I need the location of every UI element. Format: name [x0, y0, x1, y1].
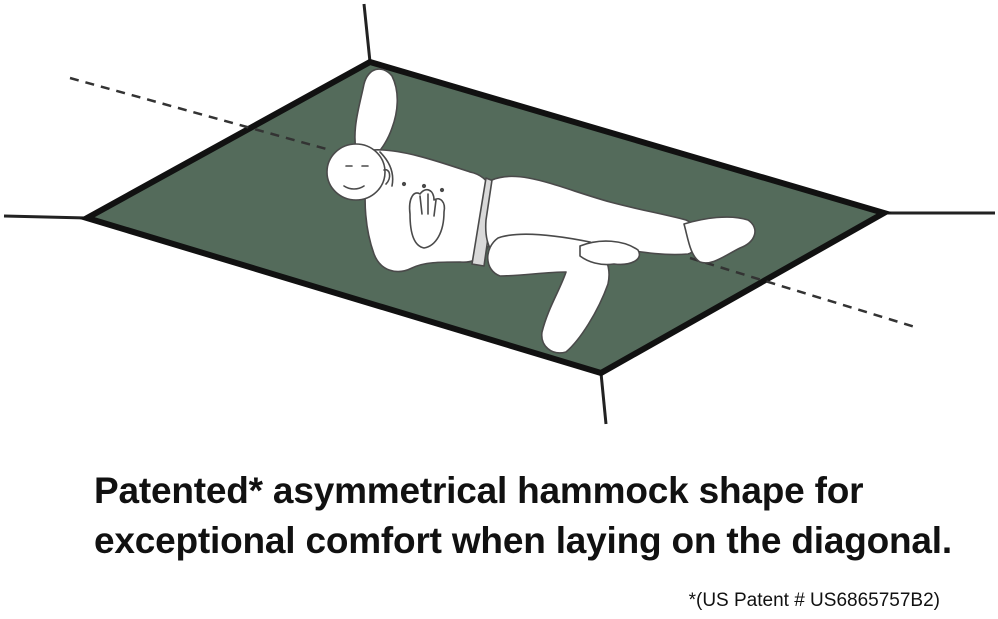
suspension-line-left	[3, 214, 88, 220]
suspension-line-top	[362, 3, 372, 63]
suspension-line-bottom	[599, 372, 608, 425]
smile	[343, 185, 365, 190]
suspension-lines	[3, 3, 995, 425]
caption-headline: Patented* asymmetrical hammock shape for…	[94, 466, 974, 566]
raised-arm	[354, 68, 399, 157]
ear	[383, 168, 391, 185]
extended-foot	[683, 216, 756, 264]
reclining-person-illustration	[326, 68, 756, 354]
head	[326, 143, 386, 201]
bent-foot	[579, 240, 641, 266]
caption-line-2: exceptional comfort when laying on the d…	[94, 520, 952, 561]
diagonal-centerline	[69, 76, 916, 329]
hammock-diagram	[3, 3, 995, 425]
bent-leg	[486, 233, 610, 354]
patent-footnote: *(US Patent # US6865757B2)	[688, 590, 940, 611]
caption-line-1: Patented* asymmetrical hammock shape for	[94, 470, 864, 511]
